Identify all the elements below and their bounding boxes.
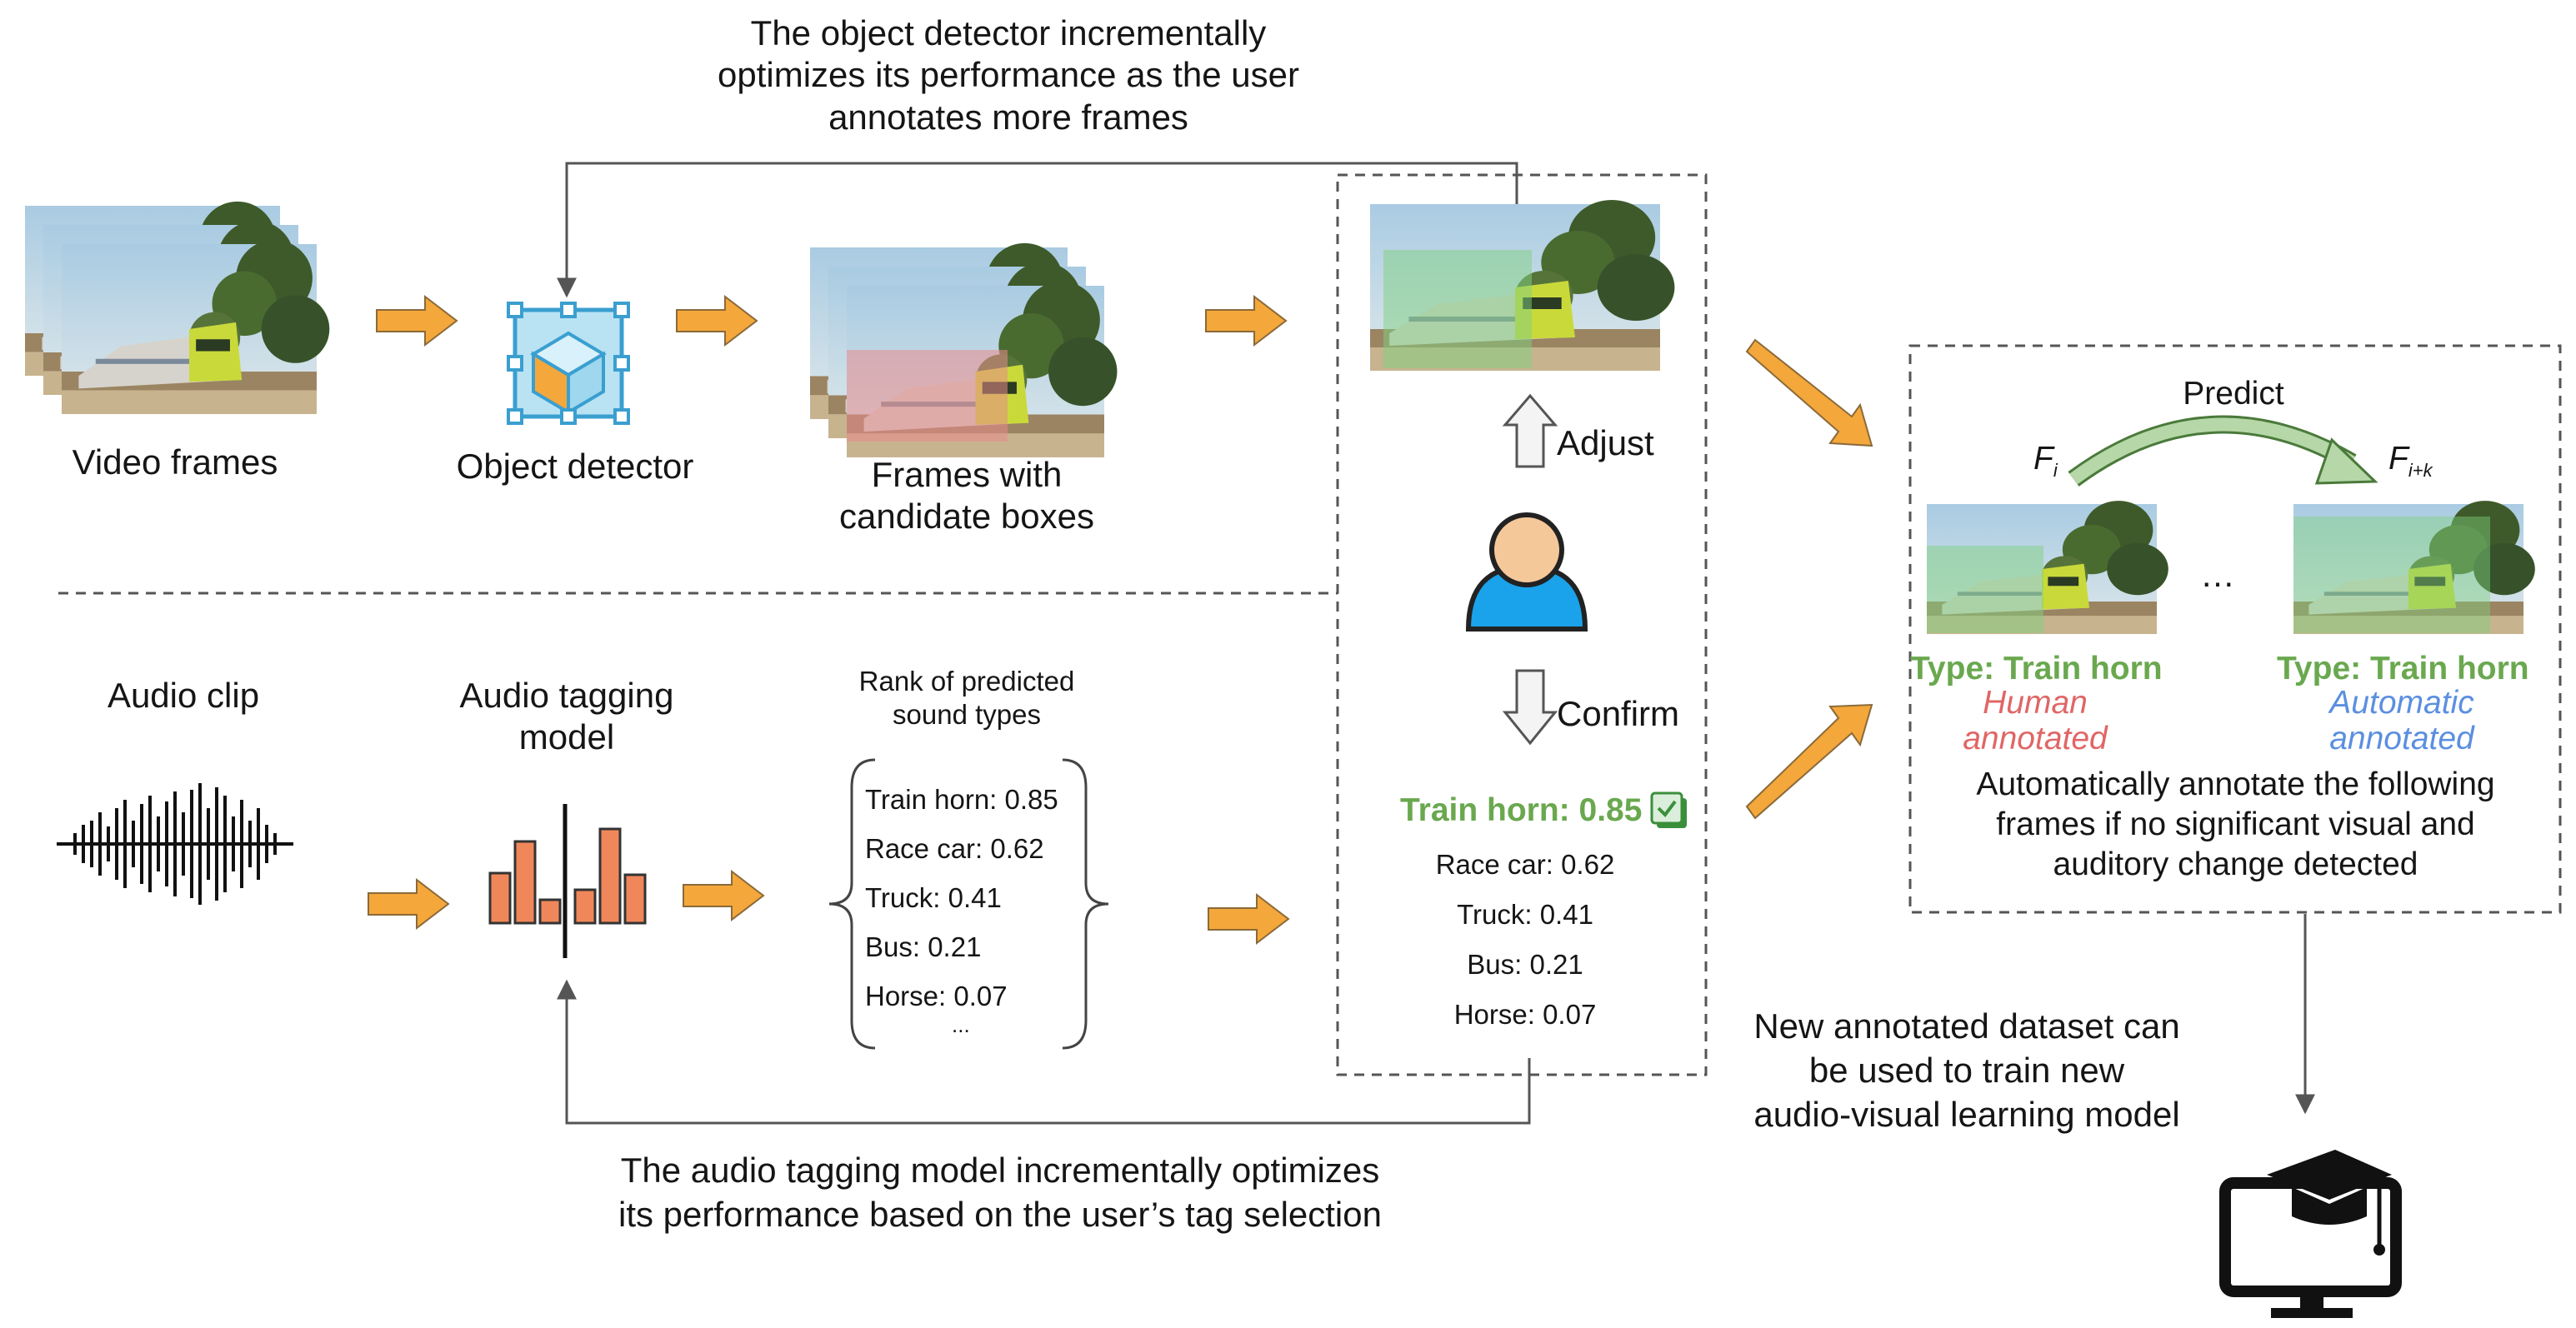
feedback-lines (557, 162, 2315, 1125)
top-caption: The object detector incrementally optimi… (617, 12, 1400, 138)
predict-arrow (2068, 415, 2378, 487)
result-left-status-line: annotated (1963, 721, 2108, 756)
result-frame-automatic-image (2293, 501, 2535, 634)
rank-item: Truck: 0.41 (865, 882, 1002, 913)
frames-candidate-line: Frames with (871, 455, 1063, 494)
confirm-label: Confirm (1557, 694, 1680, 733)
user-adjust-frame-image (1370, 200, 1675, 371)
rank-title: Rank of predicted sound types (808, 665, 1125, 731)
audio-tagging-model-line: model (518, 717, 615, 757)
trained-model-computer-icon (2219, 1150, 2402, 1318)
top-caption-line: annotates more frames (828, 97, 1188, 137)
audio-tagging-model-label: Audio tagging model (417, 675, 717, 759)
f-ik-subscript: i+k (2408, 459, 2433, 481)
user-list-item: Bus: 0.21 (1467, 949, 1583, 980)
audio-tagging-model-line: Audio tagging (459, 676, 674, 715)
confirm-arrow (1502, 669, 1558, 746)
confirm-check-icon (1650, 791, 1687, 828)
candidate-frames-image (810, 242, 1118, 457)
flow-arrows (368, 294, 1873, 946)
rank-title-line: Rank of predicted (858, 666, 1075, 696)
f-ik-symbol: F (2388, 441, 2408, 477)
user-list-item: Truck: 0.41 (1457, 899, 1593, 930)
result-right-status: Automatic annotated (2277, 685, 2527, 756)
result-right-status-line: annotated (2329, 721, 2474, 756)
predict-label: Predict (2183, 376, 2284, 412)
top-caption-line: optimizes its performance as the user (718, 55, 1299, 95)
bottom-caption: The audio tagging model incrementally op… (533, 1148, 1467, 1236)
top-caption-line: The object detector incrementally (750, 13, 1267, 52)
rank-item: Race car: 0.62 (865, 833, 1044, 864)
user-list-item: Race car: 0.62 (1435, 849, 1615, 880)
f-i-subscript: i (2053, 459, 2058, 481)
result-left-status: Human annotated (1910, 685, 2160, 756)
rank-item: Bus: 0.21 (865, 931, 982, 962)
adjust-arrow (1502, 393, 1558, 468)
auto-annotate-note: Automatically annotate the following fra… (1913, 765, 2558, 885)
auto-annotate-line: frames if no significant visual and (1996, 806, 2475, 842)
result-frame-human-image (1927, 501, 2168, 634)
rank-title-line: sound types (893, 698, 1041, 730)
audio-clip-label: Audio clip (107, 676, 260, 715)
new-dataset-note: New annotated dataset can be used to tra… (1733, 1004, 2200, 1136)
user-list: Race car: 0.62 Truck: 0.41 Bus: 0.21 Hor… (1383, 840, 1667, 1040)
frames-candidate-label: Frames with candidate boxes (800, 454, 1133, 538)
object-detector-icon (507, 302, 630, 425)
user-top-choice: Train horn: 0.85 (1400, 792, 1643, 828)
result-left-status-line: Human (1983, 685, 2088, 721)
ellipsis-label: … (2200, 555, 2235, 594)
new-dataset-line: be used to train new (1808, 1051, 2125, 1090)
frames-candidate-line: candidate boxes (839, 497, 1094, 537)
bottom-caption-line: its performance based on the user’s tag … (618, 1195, 1382, 1234)
result-right-status-line: Automatic (2329, 685, 2474, 721)
f-i-label: Fi (2033, 440, 2058, 482)
audio-tagging-model-icon (488, 804, 647, 958)
dashed-boxes (58, 173, 2562, 1076)
audio-waveform-icon (57, 783, 293, 905)
video-frames-label: Video frames (72, 442, 278, 482)
result-left-type: Type: Train horn (1910, 651, 2163, 686)
f-i-symbol: F (2033, 441, 2053, 477)
rank-list: Train horn: 0.85 Race car: 0.62 Truck: 0… (865, 775, 1058, 1021)
user-avatar-icon (1465, 512, 1588, 632)
new-dataset-line: New annotated dataset can (1753, 1006, 2180, 1046)
f-ik-label: Fi+k (2388, 440, 2433, 482)
user-list-item: Horse: 0.07 (1453, 999, 1597, 1030)
result-right-type: Type: Train horn (2277, 651, 2529, 686)
rank-item-more: ... (952, 1012, 970, 1037)
rank-braces (828, 758, 1109, 1050)
auto-annotate-line: auditory change detected (2053, 846, 2418, 882)
rank-item: Horse: 0.07 (865, 981, 1008, 1011)
new-dataset-line: audio-visual learning model (1753, 1095, 2180, 1134)
adjust-label: Adjust (1557, 423, 1654, 462)
bottom-caption-line: The audio tagging model incrementally op… (620, 1151, 1380, 1190)
object-detector-label: Object detector (456, 447, 694, 486)
auto-annotate-line: Automatically annotate the following (1976, 766, 2495, 802)
video-frames-image (25, 201, 330, 414)
rank-item: Train horn: 0.85 (865, 784, 1058, 815)
